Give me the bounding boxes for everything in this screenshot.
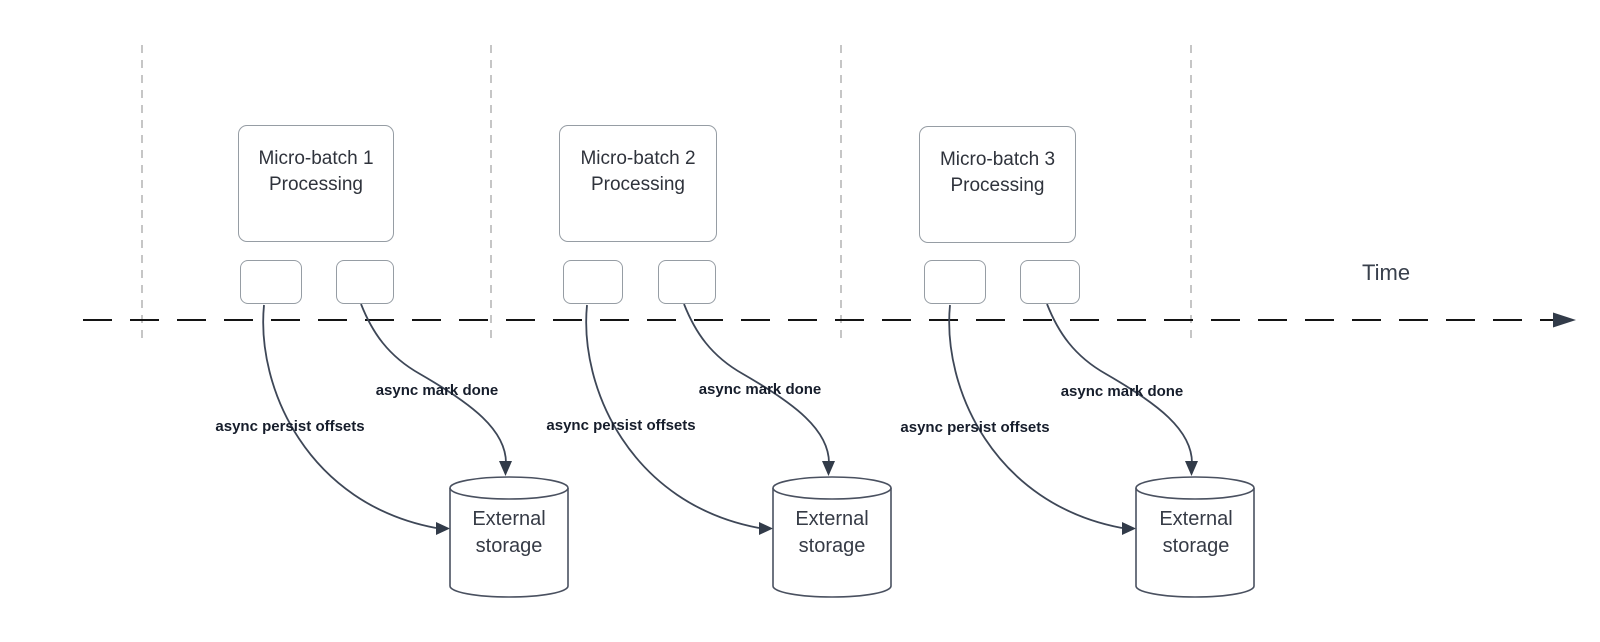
persist-offsets-label-3: async persist offsets: [900, 419, 1050, 436]
external-storage-label-1: External storage: [472, 508, 546, 557]
micro-batch-3-task-box-right: [1020, 260, 1080, 304]
micro-batch-2-box: Micro-batch 2 Processing: [559, 125, 717, 242]
micro-batch-1-task-box-left: [240, 260, 302, 304]
micro-batch-1-task-box-right: [336, 260, 394, 304]
external-storage-label-2: External storage: [795, 508, 869, 557]
mark-done-label-1: async mark done: [375, 382, 499, 399]
micro-batch-3-task-box-left: [924, 260, 986, 304]
micro-batch-2-task-box-right: [658, 260, 716, 304]
mark-done-label-3: async mark done: [1060, 383, 1184, 400]
time-axis-label: Time: [1362, 260, 1411, 285]
persist-offsets-label-2: async persist offsets: [546, 417, 696, 434]
micro-batch-2-task-box-left: [563, 260, 623, 304]
time-axis-arrowhead-icon: [1553, 312, 1576, 328]
micro-batch-3-box: Micro-batch 3 Processing: [919, 126, 1076, 243]
persist-offsets-label-1: async persist offsets: [215, 418, 365, 435]
mark-done-label-2: async mark done: [698, 381, 822, 398]
external-storage-label-3: External storage: [1159, 508, 1233, 557]
micro-batch-1-box: Micro-batch 1 Processing: [238, 125, 394, 242]
